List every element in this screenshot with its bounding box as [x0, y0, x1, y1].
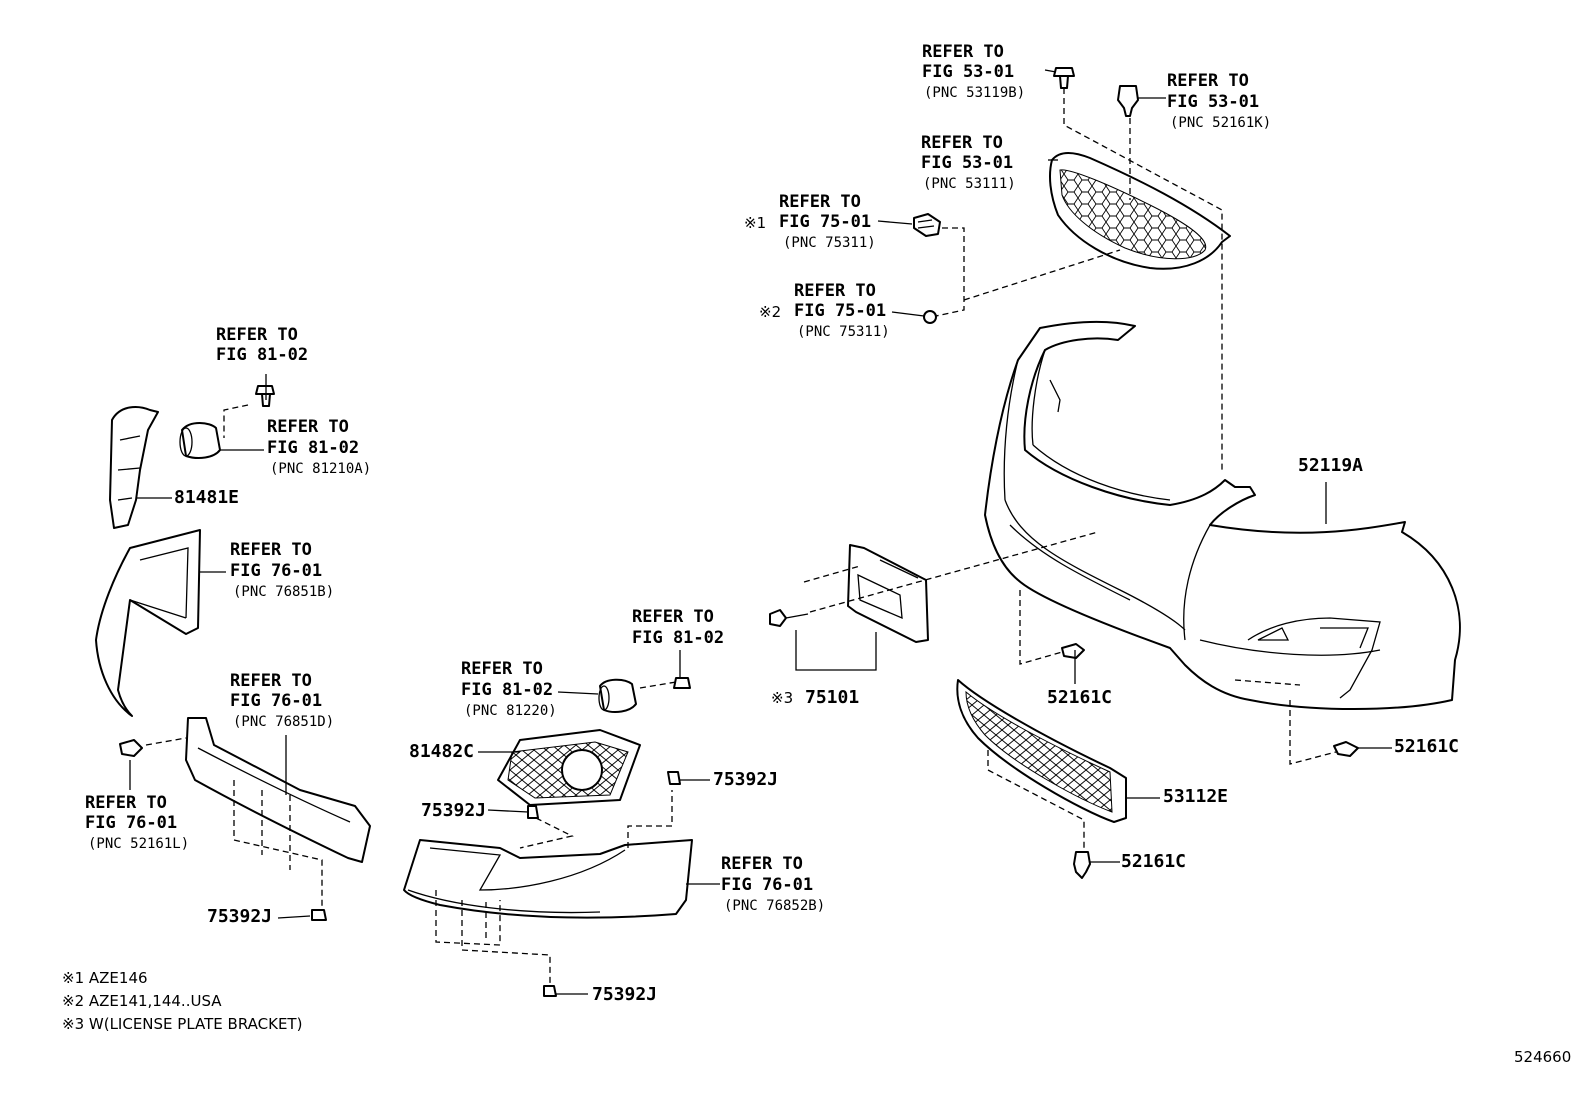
part-number-75392j: 75392J: [421, 800, 487, 821]
fig-reference: FIG 53-01: [921, 153, 1014, 173]
refer-to-label: REFER TO: [230, 540, 312, 560]
top-fastener-drawings: [1053, 67, 1139, 117]
pnc-reference: (PNC 52161K): [1170, 115, 1272, 131]
fig-reference: FIG 76-01: [230, 691, 323, 711]
license-bracket-drawing: [769, 544, 929, 643]
upper-grille-drawing: [1049, 152, 1231, 270]
lower-grille-drawing: [956, 679, 1127, 823]
diagram-number: 524660: [1514, 1048, 1572, 1066]
part-number-75101: 75101: [805, 687, 860, 708]
applicability-mark: ※2: [759, 303, 782, 321]
part-number-75392j: 75392J: [207, 906, 273, 927]
leader-lines: [129, 69, 1392, 995]
fig-reference: FIG 81-02: [216, 345, 309, 365]
fig-reference: FIG 76-01: [230, 561, 323, 581]
applicability-mark: ※1: [744, 214, 767, 232]
refer-to-label: REFER TO: [267, 417, 349, 437]
part-number-52161c: 52161C: [1121, 851, 1187, 872]
refer-to-label: REFER TO: [794, 281, 876, 301]
footnote: ※3 W(LICENSE PLATE BRACKET): [62, 1015, 303, 1033]
fig-reference: FIG 81-02: [461, 680, 554, 700]
pnc-reference: (PNC 76852B): [724, 898, 826, 914]
refer-to-label: REFER TO: [1167, 71, 1249, 91]
lower-bracket-drawing: [119, 717, 371, 863]
pnc-reference: (PNC 75311): [783, 235, 876, 251]
pin-clip-drawings: [1061, 643, 1359, 879]
pnc-reference: (PNC 53119B): [924, 85, 1026, 101]
pnc-reference: (PNC 76851D): [233, 714, 335, 730]
footnote: ※2 AZE141,144..USA: [62, 992, 222, 1010]
part-number-53112e: 53112E: [1163, 786, 1229, 807]
refer-to-label: REFER TO: [721, 854, 803, 874]
part-number-52161c: 52161C: [1047, 687, 1113, 708]
fog-lamp-drawings: [109, 385, 275, 529]
part-number-81481e: 81481E: [174, 487, 240, 508]
fig-reference: FIG 75-01: [794, 301, 887, 321]
pnc-reference: (PNC 53111): [923, 176, 1016, 192]
fog-housing-drawing: [497, 677, 691, 806]
refer-to-label: REFER TO: [85, 793, 167, 813]
refer-to-label: REFER TO: [779, 192, 861, 212]
pnc-reference: (PNC 52161L): [88, 836, 190, 852]
part-number-81482c: 81482C: [409, 741, 475, 762]
pnc-reference: (PNC 81210A): [270, 461, 372, 477]
refer-to-label: REFER TO: [230, 671, 312, 691]
fig-reference: FIG 81-02: [267, 438, 360, 458]
fig-reference: FIG 75-01: [779, 212, 872, 232]
pnc-reference: (PNC 75311): [797, 324, 890, 340]
bumper-cover-drawing: [984, 320, 1461, 710]
fig-reference: FIG 53-01: [922, 62, 1015, 82]
refer-to-label: REFER TO: [921, 133, 1003, 153]
part-number-52161c: 52161C: [1394, 736, 1460, 757]
refer-to-label: REFER TO: [922, 42, 1004, 62]
emblem-clip-drawings: [913, 213, 941, 324]
refer-to-label: REFER TO: [632, 607, 714, 627]
part-number-75392j: 75392J: [592, 984, 658, 1005]
fig-reference: FIG 53-01: [1167, 92, 1260, 112]
applicability-mark: ※3: [771, 689, 794, 707]
side-bracket-drawing: [95, 529, 201, 717]
pnc-reference: (PNC 76851B): [233, 584, 335, 600]
refer-to-label: REFER TO: [216, 325, 298, 345]
part-number-75392j: 75392J: [713, 769, 779, 790]
pnc-reference: (PNC 81220): [464, 703, 557, 719]
fig-reference: FIG 76-01: [85, 813, 178, 833]
assembly-lines: [145, 88, 1337, 986]
fig-reference: FIG 81-02: [632, 628, 725, 648]
part-number-52119a: 52119A: [1298, 455, 1364, 476]
lower-spoiler-drawing: [311, 771, 693, 997]
fig-reference: FIG 76-01: [721, 875, 814, 895]
refer-to-label: REFER TO: [461, 659, 543, 679]
footnote: ※1 AZE146: [62, 969, 148, 987]
